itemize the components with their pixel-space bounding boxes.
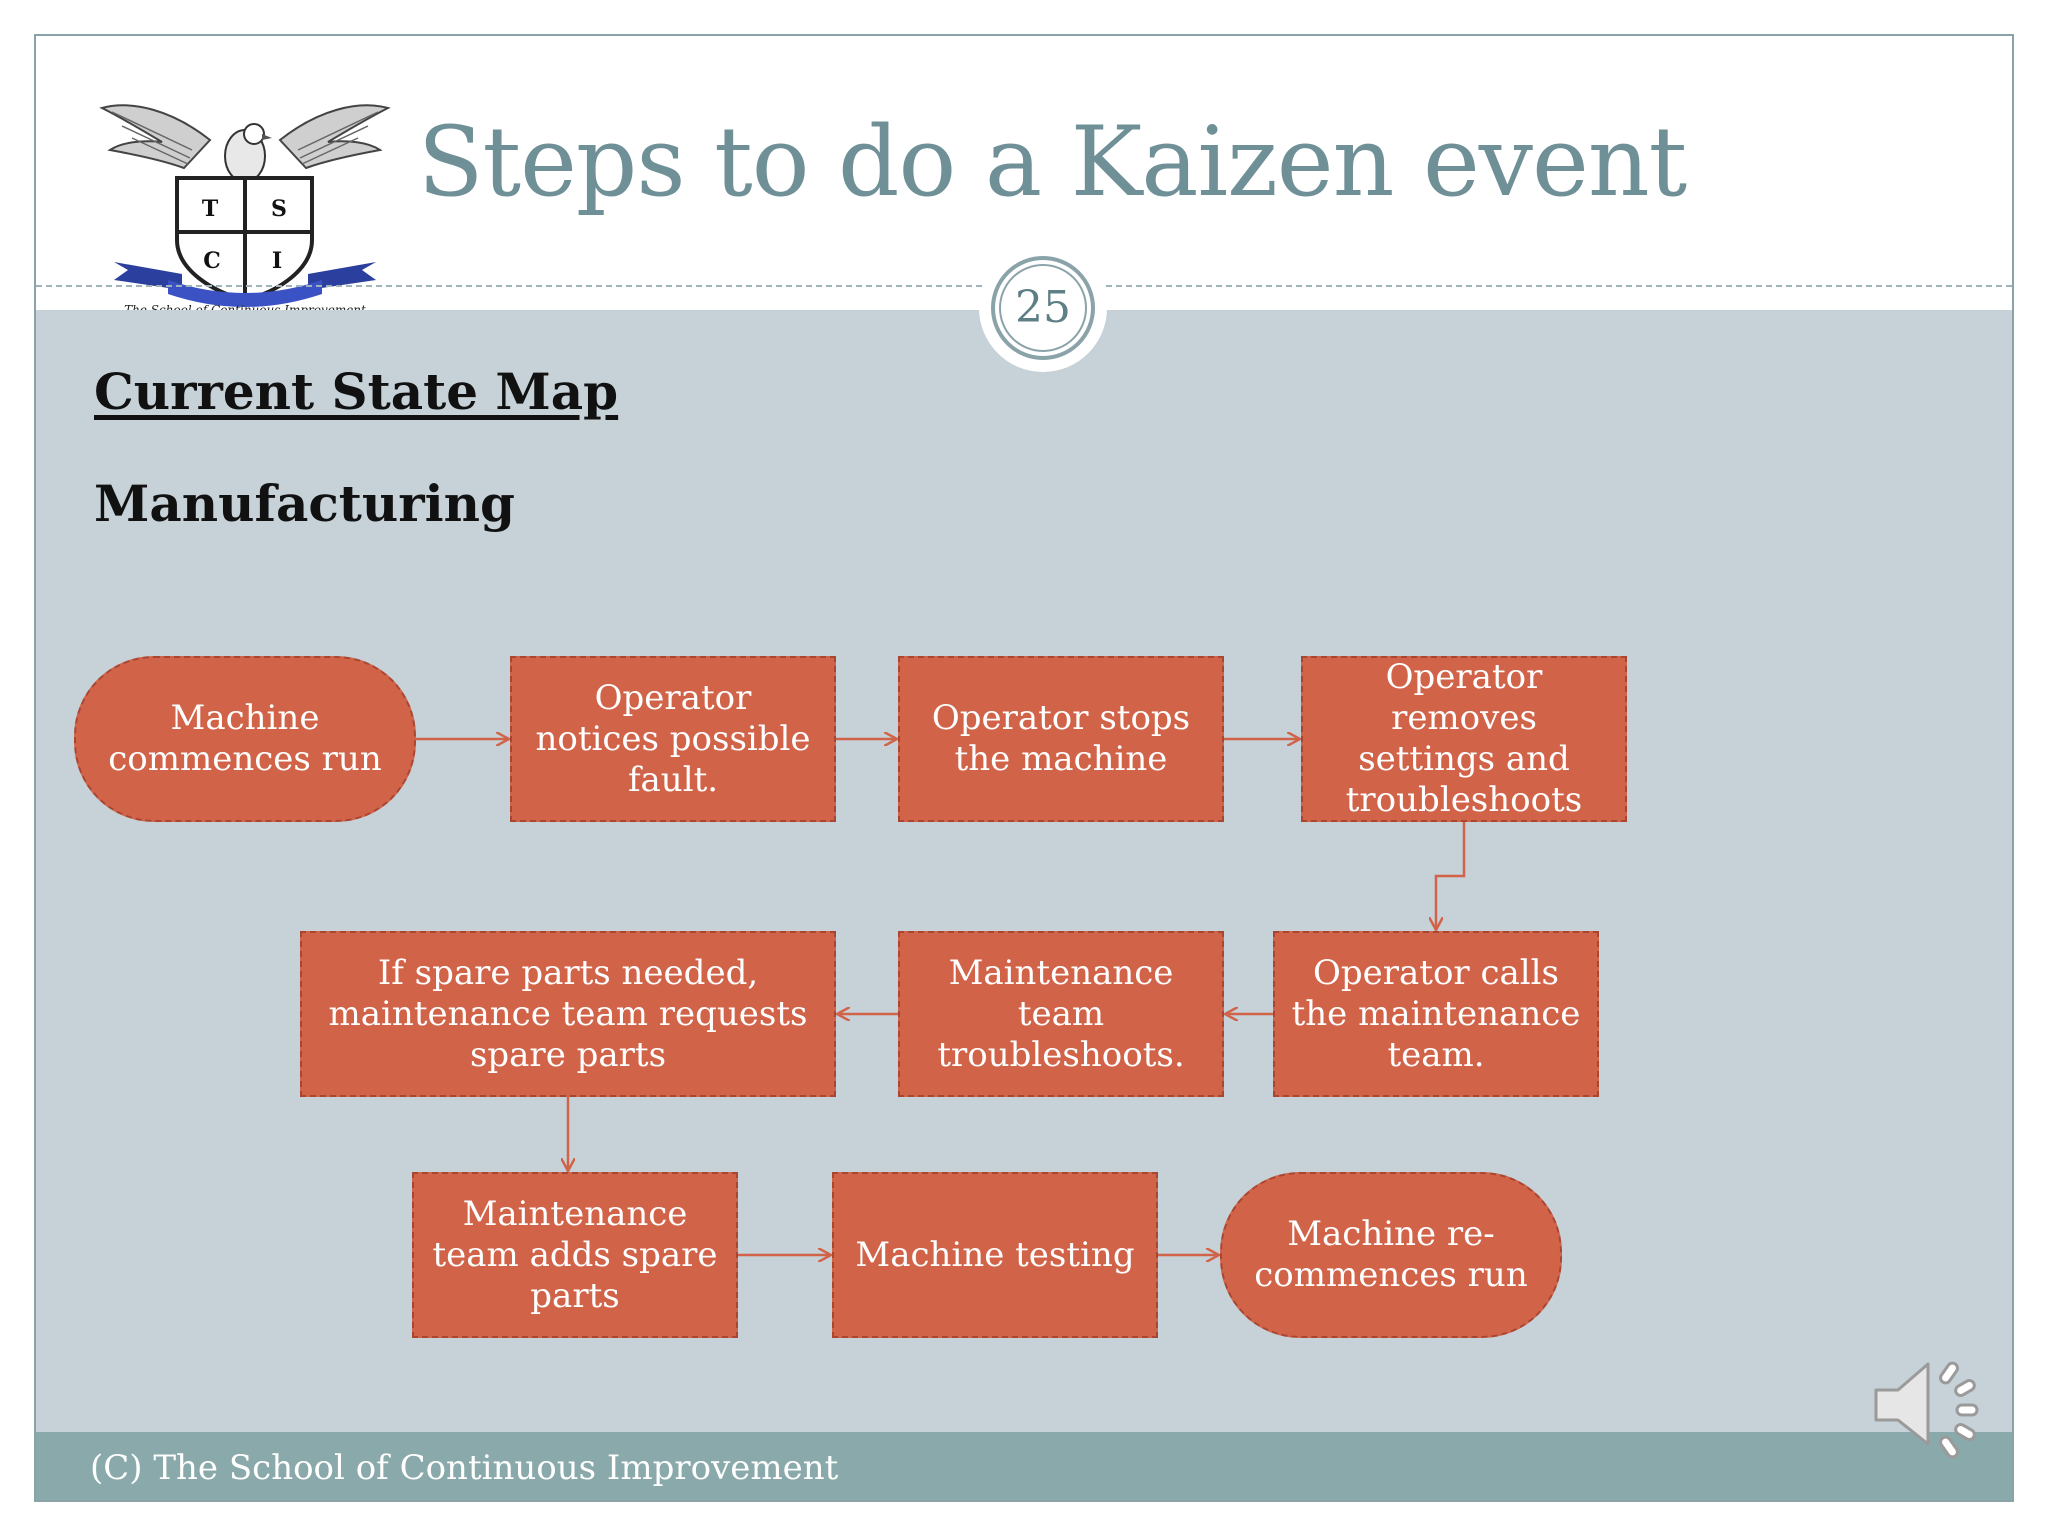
- node-label: Machine testing: [855, 1234, 1135, 1275]
- node-label: Operator stops the machine: [931, 698, 1191, 779]
- section-heading: Current State Map: [94, 362, 619, 421]
- node-label: Operator calls the maintenance team.: [1291, 952, 1581, 1075]
- badge-outer-ring: [991, 256, 1095, 360]
- flow-node-maintenance-troubleshoots: Maintenance team troubleshoots.: [898, 931, 1224, 1097]
- flow-node-adds-spare-parts: Maintenance team adds spare parts: [412, 1172, 738, 1338]
- node-label: Maintenance team adds spare parts: [432, 1193, 718, 1316]
- node-label: If spare parts needed, maintenance team …: [328, 952, 808, 1075]
- logo-letter-i: I: [272, 248, 282, 274]
- logo-letter-t: T: [202, 196, 219, 222]
- logo-letter-s: S: [271, 196, 287, 222]
- node-label: Machine commences run: [108, 698, 382, 779]
- node-label: Machine re-commences run: [1254, 1214, 1528, 1295]
- page-number-badge: 25: [979, 244, 1107, 372]
- node-label: Operator notices possible fault.: [535, 677, 811, 800]
- page-number: 25: [1015, 282, 1071, 333]
- flow-node-operator-stops: Operator stops the machine: [898, 656, 1224, 822]
- flow-node-operator-notices: Operator notices possible fault.: [510, 656, 836, 822]
- speaker-icon[interactable]: [1862, 1340, 1992, 1470]
- slide-title: Steps to do a Kaizen event: [417, 106, 1687, 218]
- flow-node-machine-testing: Machine testing: [832, 1172, 1158, 1338]
- flow-node-machine-recommences: Machine re-commences run: [1220, 1172, 1562, 1338]
- eagle-shield-logo: T S C I The School of Continuous Improve…: [99, 104, 391, 317]
- slide-footer: (C) The School of Continuous Improvement: [36, 1432, 2012, 1500]
- flow-node-operator-removes: Operator removes settings and troublesho…: [1301, 656, 1627, 822]
- footer-copyright: (C) The School of Continuous Improvement: [90, 1448, 839, 1488]
- node-label: Operator removes settings and troublesho…: [1345, 657, 1583, 820]
- section-subheading: Manufacturing: [94, 474, 515, 533]
- logo-letter-c: C: [203, 248, 221, 274]
- node-label: Maintenance team troubleshoots.: [937, 952, 1185, 1075]
- flow-node-machine-commences: Machine commences run: [74, 656, 416, 822]
- slide: T S C I The School of Continuous Improve…: [34, 34, 2014, 1502]
- flow-node-operator-calls: Operator calls the maintenance team.: [1273, 931, 1599, 1097]
- flow-node-spare-parts-request: If spare parts needed, maintenance team …: [300, 931, 836, 1097]
- badge-inner-ring: [999, 264, 1087, 352]
